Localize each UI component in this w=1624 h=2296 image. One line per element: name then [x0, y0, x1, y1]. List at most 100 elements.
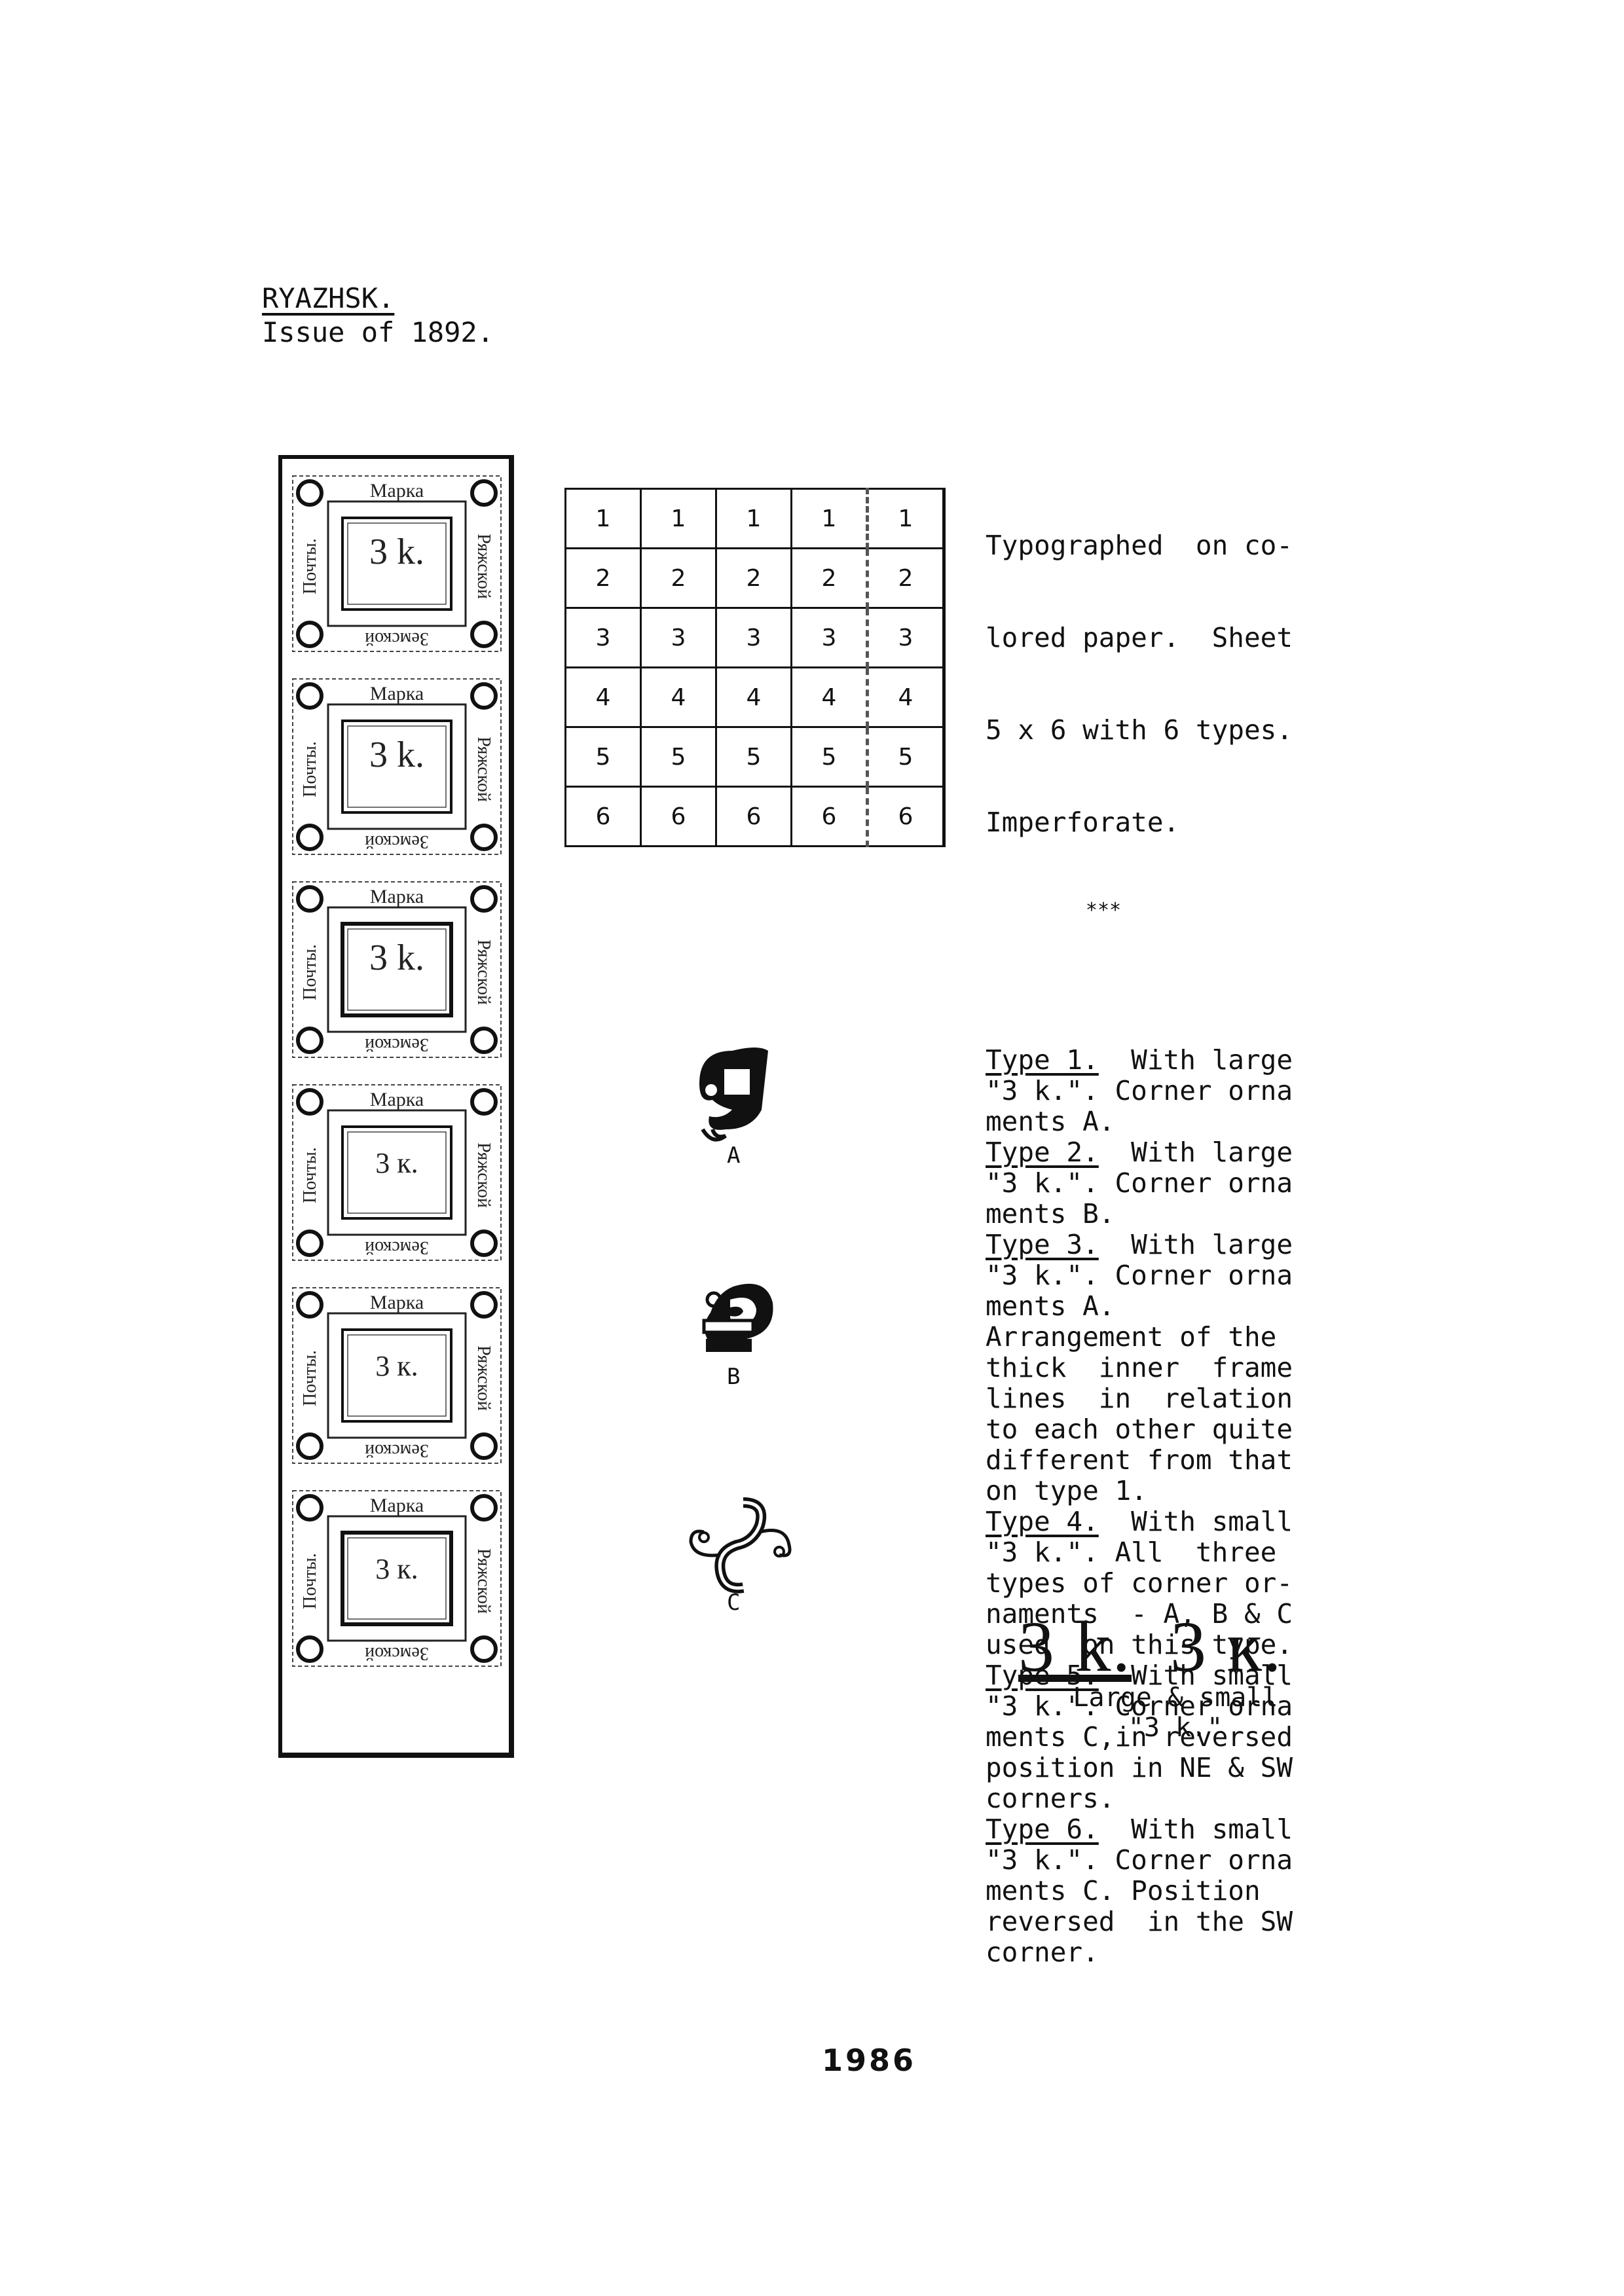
sheet-cell: 5 [715, 726, 792, 788]
sheet-cell: 3 [564, 607, 642, 668]
sheet-cell: 1 [790, 488, 868, 549]
intro-line: Imperforate. [986, 807, 1180, 838]
type-line: "3 k.". Corner orna [986, 1844, 1293, 1876]
stamp-left-text: Почты. [300, 944, 320, 1000]
intro-line: Typographed on co- [986, 530, 1293, 561]
stamp-top-text: Марка [369, 683, 424, 704]
stamp-right-text: Ряжской [473, 534, 494, 599]
stamp-value-text: 3 k. [369, 532, 424, 572]
type-line: With large [1098, 1229, 1293, 1260]
stamp-right-text: Ряжской [473, 737, 494, 802]
sheet-cell: 3 [715, 607, 792, 668]
type-line: lines in relation [986, 1383, 1293, 1414]
sheet-cell: 3 [866, 607, 946, 668]
stamp-bottom-text: Земской [365, 831, 429, 852]
stamp-right-text: Ряжской [473, 1548, 494, 1614]
type-line: "3 k.". Corner orna [986, 1690, 1293, 1722]
type-line: to each other quite [986, 1413, 1293, 1445]
large-value: 3 k. [1018, 1607, 1132, 1686]
type-line: Arrangement of the [986, 1321, 1277, 1353]
type-line: ments A. [986, 1290, 1115, 1322]
stamp-right-text: Ряжской [473, 1142, 494, 1208]
sheet-cell: 6 [640, 786, 717, 847]
sample-caption-2: "3 k." [1128, 1713, 1223, 1743]
stamp-frame [292, 678, 502, 855]
type-label: Type 1. [986, 1044, 1099, 1076]
place-title: RYAZHSK. [262, 282, 395, 314]
type-label: Type 5. [986, 1660, 1099, 1691]
stamp-top-text: Марка [369, 1089, 424, 1110]
sheet-cell: 4 [564, 666, 642, 728]
stamp-value-text: 3 к. [375, 1147, 418, 1179]
sample-values: 3 k. 3 к. [1018, 1611, 1359, 1683]
stamp-top-text: Марка [369, 1292, 424, 1313]
type-line: thick inner frame [986, 1352, 1293, 1383]
stamp-bottom-text: Земской [365, 1237, 429, 1258]
type-line: corners. [986, 1783, 1115, 1814]
sheet-cell: 4 [790, 666, 868, 728]
type-first-line: Type 3. With large [986, 1230, 1339, 1260]
type-line: on type 1. [986, 1475, 1147, 1506]
intro-block: Typographed on co- lored paper. Sheet 5 … [986, 469, 1339, 983]
type-line: position in NE & SW [986, 1752, 1293, 1783]
sheet-cell: 4 [640, 666, 717, 728]
issue-subtitle: Issue of 1892. [262, 316, 494, 348]
stamp-bottom-text: Земской [365, 1034, 429, 1055]
page-number: 1986 [822, 2043, 917, 2078]
sheet-cell: 1 [564, 488, 642, 549]
type-line: ments C. Position [986, 1875, 1261, 1906]
type-line: ments A. [986, 1106, 1115, 1137]
type-line: "3 k.". Corner orna [986, 1075, 1293, 1106]
sheet-cell: 4 [715, 666, 792, 728]
stamp-bottom-text: Земской [365, 629, 429, 649]
type-first-line: Type 1. With large [986, 1045, 1339, 1076]
type-label: Type 6. [986, 1813, 1099, 1845]
stamp-left-text: Почты. [300, 1147, 320, 1203]
sheet-cell: 2 [866, 547, 946, 609]
type-line: types of corner or- [986, 1567, 1293, 1599]
type-line: used on this type. [986, 1629, 1293, 1660]
stamp-top-text: Марка [369, 1495, 424, 1516]
stamp-value-text: 3 к. [375, 1553, 418, 1585]
type-first-line: Type 5. With small [986, 1660, 1339, 1691]
sheet-cell: 3 [640, 607, 717, 668]
sheet-cell: 1 [866, 488, 946, 549]
ornament-a-icon [686, 1038, 778, 1152]
stamp-left-text: Почты. [300, 741, 320, 797]
ornament-c-icon [681, 1493, 799, 1607]
stamp-bottom-text: Земской [365, 1643, 429, 1664]
intro-line: lored paper. Sheet [986, 622, 1293, 653]
sheet-cell: 2 [715, 547, 792, 609]
sheet-cell: 5 [866, 726, 946, 788]
type-first-line: Type 6. With small [986, 1814, 1339, 1845]
type-line: different from that [986, 1444, 1293, 1476]
type-line: "3 k.". Corner orna [986, 1167, 1293, 1199]
type-line: With small [1098, 1660, 1293, 1691]
sample-caption-1: Large & small [1073, 1683, 1278, 1713]
sheet-cell: 5 [640, 726, 717, 788]
stamp-top-text: Марка [369, 480, 424, 501]
small-value: 3 к. [1170, 1607, 1283, 1686]
stamp-frame [292, 1490, 502, 1667]
stamp-frame [292, 1084, 502, 1261]
description-text: Typographed on co- lored paper. Sheet 5 … [986, 407, 1339, 1999]
sheet-cell: 6 [866, 786, 946, 847]
sheet-cell: 6 [715, 786, 792, 847]
page-heading: RYAZHSK. Issue of 1892. [262, 282, 494, 350]
type-first-line: Type 4. With small [986, 1506, 1339, 1537]
ornament-b-icon [694, 1273, 786, 1368]
ornament-c-label: C [727, 1590, 741, 1616]
type-label: Type 3. [986, 1229, 1099, 1260]
